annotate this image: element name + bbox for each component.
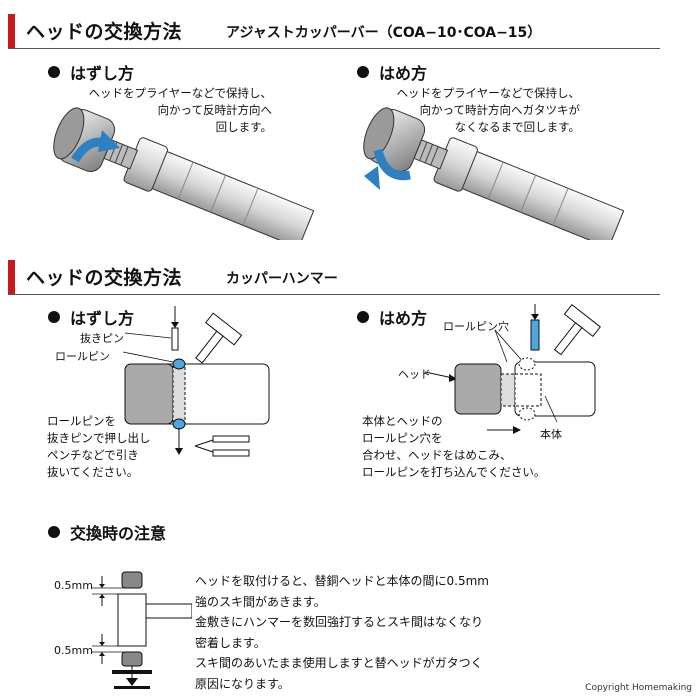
gap-diagram-figure [92,571,192,689]
section2-attach-text: 本体とヘッドの ロールピン穴を 合わせ、ヘッドをはめこみ、 ロールピンを打ち込ん… [362,414,546,479]
bullet-icon [48,66,60,78]
caution-heading: 交換時の注意 [48,520,166,544]
gap-bottom-label: 0.5mm [54,644,93,657]
section2-subtitle: カッパーハンマー [226,271,338,287]
section2-header: ヘッドの交換方法 カッパーハンマー [8,260,660,295]
section1-attach-heading: はめ方 [357,60,427,84]
section2-attach-heading: はめ方 [357,305,427,329]
adjust-bar-remove-figure [53,107,315,240]
section1-subtitle: アジャストカッパーバー（COA−10･COA−15） [226,25,542,41]
section1-remove-heading: はずし方 [48,60,134,84]
section1-attach-text: ヘッドをプライヤーなどで保持し、 向かって時計方向へガタツキが なくなるまで回し… [396,86,580,134]
bullet-icon [48,311,60,323]
roll-pin-label: ロールピン [55,350,110,363]
adjust-bar-attach-figure [363,107,625,240]
accent-bar [8,260,15,294]
accent-bar [8,14,15,48]
hammer-attach-figure [425,304,601,434]
section1-remove-text: ヘッドをプライヤーなどで保持し、 向かって反時計方向へ 回します。 [88,86,272,134]
section1-header: ヘッドの交換方法 アジャストカッパーバー（COA−10･COA−15） [8,14,660,49]
caution-text: ヘッドを取付けると、替銅ヘッドと本体の間に0.5mm 強のスキ間があきます。 金… [195,574,489,691]
body-label: 本体 [540,428,562,441]
roll-pin-hole-label: ロールピン穴 [443,320,509,333]
bullet-icon [357,66,369,78]
section2-remove-text: ロールピンを 抜きピンで押し出し ペンチなどで引き 抜いてください。 [47,414,151,479]
bullet-icon [48,526,60,538]
section2-title: ヘッドの交換方法 [26,267,183,289]
head-label: ヘッド [398,368,431,381]
copyright-text: Copyright Homemaking [585,683,692,693]
bullet-icon [357,311,369,323]
hammer-remove-figure [122,306,270,457]
section2-remove-heading: はずし方 [48,305,134,329]
section1-title: ヘッドの交換方法 [26,21,183,43]
pull-pin-label: 抜きピン [80,332,124,345]
gap-top-label: 0.5mm [54,579,93,592]
